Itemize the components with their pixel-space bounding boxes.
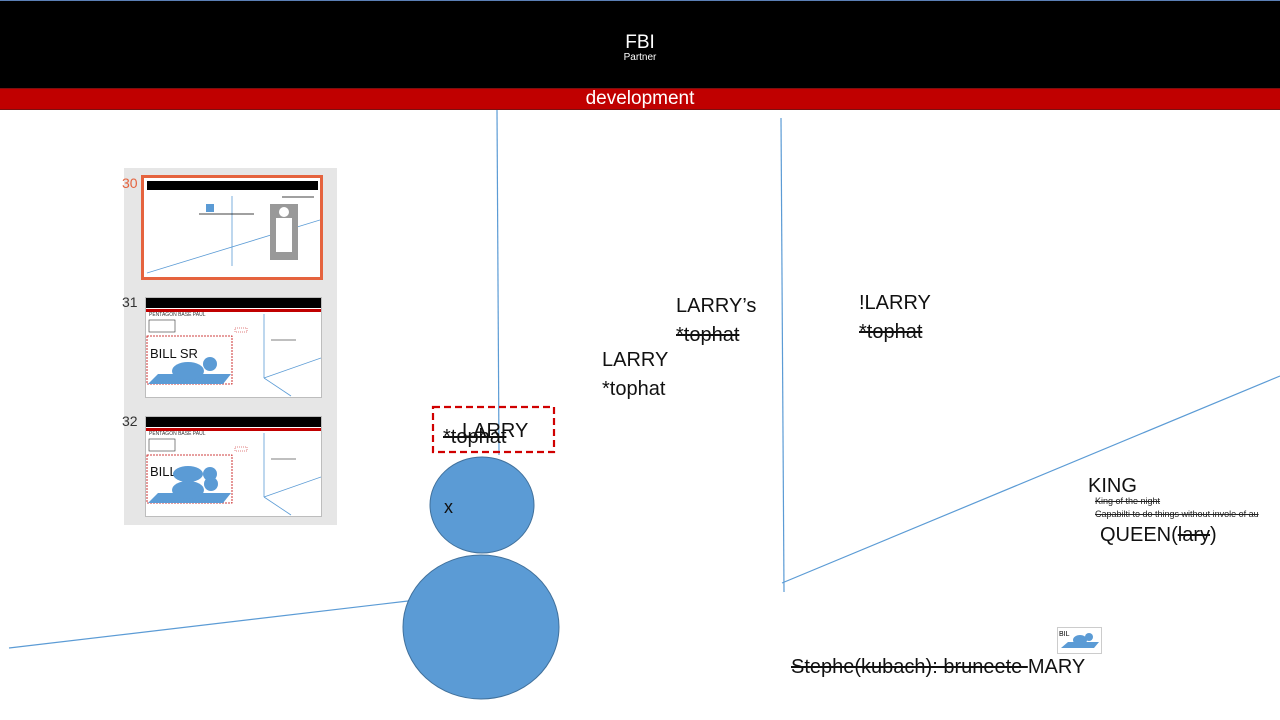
thumb-lines-icon [146, 196, 320, 274]
not-larry-name: !LARRY [859, 292, 931, 314]
mini-icon-label: BIL [1059, 631, 1070, 638]
thumb-banner [146, 309, 321, 312]
connector-line [496, 109, 500, 456]
thumb-heading: PENTAGON BASE PAUL [149, 312, 206, 318]
king-note-2: Capabilti to do things without invole of… [1095, 509, 1259, 519]
slide-number-32: 32 [122, 413, 138, 429]
banner-bar: development [0, 88, 1280, 110]
connector-line [780, 117, 785, 593]
selection-box[interactable] [431, 405, 556, 454]
queen-text: QUEEN( [1100, 524, 1178, 546]
slide-thumbnail-32[interactable]: PENTAGON BASE PAUL BILL [145, 416, 322, 517]
mary-label: Stephe(kubach): bruneete MARY [791, 655, 1085, 679]
mary-struck: Stephe(kubach): bruneete [791, 656, 1028, 678]
queen-label: QUEEN(lary) [1100, 523, 1217, 547]
thumb-heading: PENTAGON BASE PAUL [149, 431, 206, 437]
larry-hat: *tophat [602, 378, 666, 400]
king-note-1: King of the night [1095, 496, 1161, 506]
connector-line [781, 375, 1280, 584]
connector-line [8, 600, 409, 649]
slide-number-30: 30 [122, 175, 138, 191]
head-mark: x [444, 497, 453, 517]
queen-struck: lary [1177, 524, 1211, 546]
thumb-shapes-icon [146, 314, 321, 397]
slide-thumbnail-31[interactable]: PENTAGON BASE PAUL BILL SR [145, 297, 322, 398]
slide-thumbnail-30[interactable] [141, 175, 323, 280]
head-circle[interactable] [429, 456, 535, 554]
mini-slide-icon[interactable]: BIL [1057, 627, 1102, 654]
thumb-banner [146, 428, 321, 431]
thumb-header [147, 181, 318, 190]
thumb-header [146, 298, 321, 308]
king-title: KING [1088, 475, 1137, 497]
thumb-header [146, 417, 321, 427]
larry-possessive-name: LARRY’s [676, 295, 757, 317]
header-title: FBI [625, 32, 655, 53]
larry-name: LARRY [602, 349, 669, 371]
boxed-hat-label: *tophat [443, 426, 507, 448]
slide-number-31: 31 [122, 294, 138, 310]
banner-label: development [585, 88, 695, 109]
queen-close: ) [1210, 524, 1217, 546]
header-bar [0, 0, 1280, 88]
header-subtitle: Partner [623, 52, 657, 63]
thumb-shapes-icon [146, 433, 321, 516]
larry-possessive-hat: *tophat [676, 324, 740, 346]
body-circle[interactable] [402, 554, 560, 700]
thumb-caption: BILL [150, 464, 177, 479]
not-larry-hat: *tophat [859, 321, 923, 343]
boxed-name-label: LARRY [462, 420, 529, 442]
thumb-caption: BILL SR [150, 346, 198, 361]
mary-name: MARY [1027, 656, 1086, 678]
mini-shapes-icon [1061, 633, 1099, 648]
